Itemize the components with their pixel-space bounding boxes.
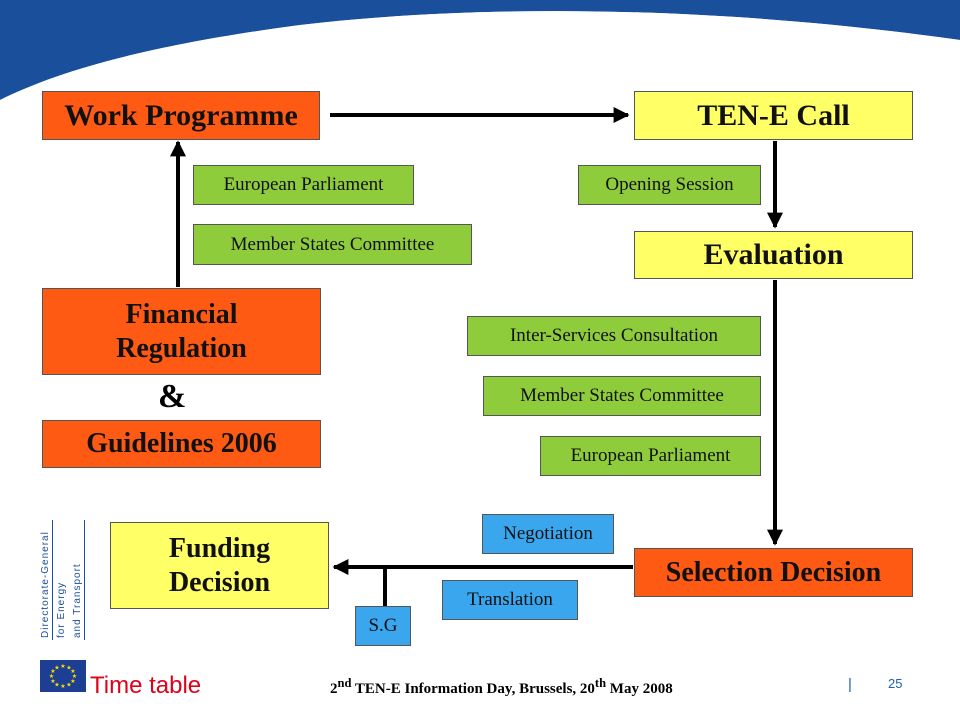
ten-e-call-label: TEN-E Call: [697, 98, 850, 132]
dg-line-2: for Energy: [56, 581, 67, 638]
sg-label: S.G: [368, 615, 398, 636]
event-ordinal-suffix: nd: [337, 676, 352, 690]
sg-box: S.G: [355, 606, 411, 646]
inter-services-consultation-label: Inter-Services Consultation: [509, 325, 719, 346]
svg-text:★: ★: [50, 668, 55, 675]
event-text: TEN-E Information Day, Brussels, 20: [351, 681, 595, 697]
page-number: 25: [888, 676, 903, 691]
svg-text:★: ★: [49, 673, 54, 680]
svg-text:★: ★: [66, 682, 71, 689]
eu-flag-icon: ★ ★ ★ ★ ★ ★ ★ ★ ★ ★ ★ ★: [40, 660, 86, 692]
translation-box: Translation: [442, 580, 578, 620]
dg-line-1: Directorate-General: [40, 531, 51, 638]
svg-text:★: ★: [54, 665, 59, 672]
member-states-committee-mid-box: Member States Committee: [483, 376, 761, 416]
opening-session-label: Opening Session: [605, 174, 734, 195]
opening-session-box: Opening Session: [578, 165, 761, 205]
dg-energy-transport-logo: Directorate-General for Energy and Trans…: [36, 520, 92, 640]
svg-text:★: ★: [72, 673, 77, 680]
funding-decision-label: Funding Decision: [168, 532, 271, 598]
footer-event: 2nd TEN-E Information Day, Brussels, 20t…: [330, 676, 673, 698]
european-parliament-mid-box: European Parliament: [540, 436, 761, 476]
european-parliament-mid-label: European Parliament: [570, 445, 731, 466]
dg-divider-1: [52, 520, 53, 640]
guidelines-label: Guidelines 2006: [86, 428, 277, 460]
european-parliament-top-label: European Parliament: [223, 174, 384, 195]
svg-text:★: ★: [70, 678, 75, 685]
financial-regulation-label: Financial Regulation: [116, 298, 247, 364]
svg-text:★: ★: [54, 682, 59, 689]
svg-text:★: ★: [70, 668, 75, 675]
translation-label: Translation: [467, 589, 553, 610]
dg-divider-2: [84, 520, 85, 640]
evaluation-label: Evaluation: [703, 238, 844, 271]
ampersand: &: [158, 378, 187, 415]
selection-decision-label: Selection Decision: [665, 556, 882, 588]
guidelines-box: Guidelines 2006: [42, 420, 321, 468]
footer-separator: |: [848, 676, 852, 693]
event-ordinal: 2: [330, 681, 338, 697]
european-parliament-top-box: European Parliament: [193, 165, 414, 205]
footer-title: Time table: [90, 672, 202, 699]
header-wave: [0, 0, 960, 100]
member-states-committee-mid-label: Member States Committee: [520, 385, 724, 406]
selection-decision-box: Selection Decision: [634, 548, 913, 597]
work-programme-label: Work Programme: [64, 98, 298, 132]
member-states-committee-top-box: Member States Committee: [193, 224, 472, 265]
member-states-committee-top-label: Member States Committee: [230, 233, 435, 255]
negotiation-label: Negotiation: [503, 523, 593, 544]
negotiation-box: Negotiation: [482, 514, 614, 554]
evaluation-box: Evaluation: [634, 231, 913, 279]
inter-services-consultation-box: Inter-Services Consultation: [467, 316, 761, 356]
dg-line-3: and Transport: [72, 563, 83, 638]
event-day-suffix: th: [594, 676, 607, 690]
funding-decision-box: Funding Decision: [110, 522, 329, 609]
ten-e-call-box: TEN-E Call: [634, 91, 913, 140]
svg-text:★: ★: [60, 683, 65, 690]
svg-text:★: ★: [66, 665, 71, 672]
financial-regulation-box: Financial Regulation: [42, 288, 321, 375]
svg-text:★: ★: [60, 663, 65, 670]
work-programme-box: Work Programme: [42, 91, 320, 140]
svg-text:★: ★: [50, 678, 55, 685]
event-date: May 2008: [606, 681, 673, 697]
